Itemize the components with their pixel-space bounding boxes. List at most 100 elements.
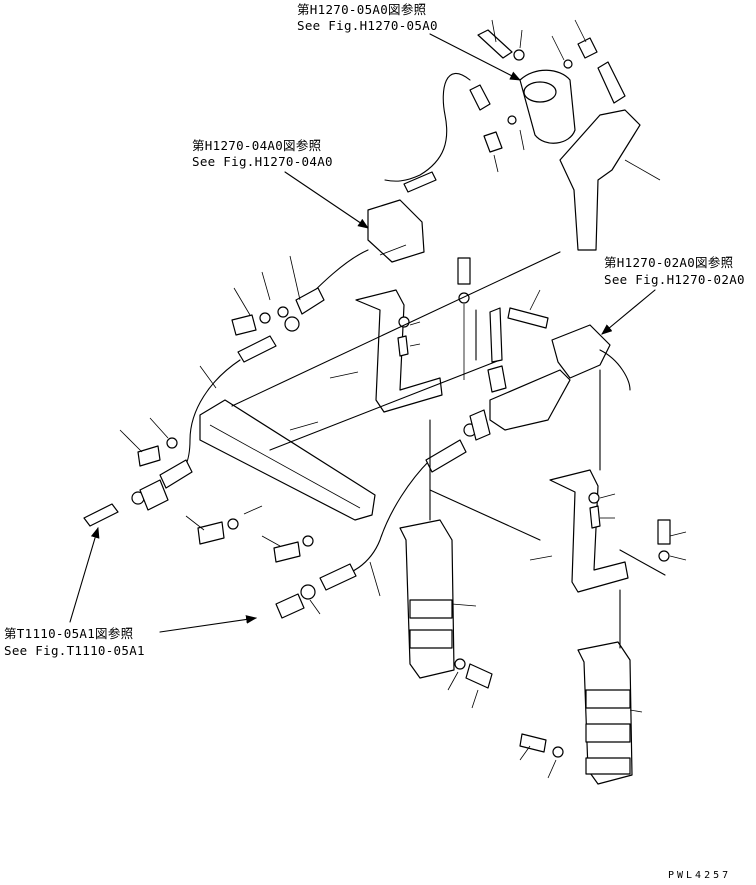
bracket-vertical-right xyxy=(529,469,687,593)
leader xyxy=(551,35,565,61)
leader xyxy=(119,429,143,453)
bracket-lower-right-tab-c xyxy=(585,757,631,775)
channel-bar-edge xyxy=(209,424,361,509)
washer-bar-b xyxy=(302,535,314,547)
valve-mount-plate xyxy=(489,369,571,431)
hose-top xyxy=(384,73,471,182)
leader xyxy=(529,289,541,311)
bracket-lower-center-tab-a xyxy=(409,599,453,619)
right-valve-assembly xyxy=(429,289,631,541)
flange-o-ring xyxy=(284,316,300,332)
hose-fitting-lower xyxy=(159,459,193,489)
o-ring-center xyxy=(300,584,316,600)
o-ring-top xyxy=(563,59,573,69)
leader xyxy=(233,287,251,316)
bolt-left xyxy=(397,335,409,357)
plug-center xyxy=(275,593,305,619)
leader xyxy=(309,599,321,615)
leader xyxy=(409,321,421,326)
leader xyxy=(629,709,643,713)
leader xyxy=(447,671,459,691)
bolt-far-right xyxy=(657,519,671,545)
leader xyxy=(547,759,557,779)
leader xyxy=(329,371,359,379)
bracket-lower-right-tab-b xyxy=(585,723,631,743)
ref-h1270-05a0-en: See Fig.H1270-05A0 xyxy=(297,18,438,33)
ref-h1270-02a0-jp: 第H1270-02A0図参照 xyxy=(604,255,734,270)
ref-arrow-t1110-b xyxy=(69,526,100,623)
accumulator xyxy=(519,69,576,144)
bolt-upper xyxy=(457,257,471,285)
guide-line-g xyxy=(619,549,666,576)
bracket-lower-center-body xyxy=(399,519,455,679)
ref-arrow-t1110-a xyxy=(159,615,258,633)
leader xyxy=(519,129,525,151)
channel-bar xyxy=(199,251,561,521)
leader xyxy=(529,555,553,561)
ref-h1270-05a0-jp: 第H1270-05A0図参照 xyxy=(297,2,427,17)
leader xyxy=(261,271,271,301)
leader xyxy=(185,515,205,531)
hose-fitting-left xyxy=(237,335,277,363)
plug-t1110 xyxy=(83,503,119,527)
washer-lower-left xyxy=(166,437,178,449)
fitting-lower xyxy=(139,479,169,511)
flange-valve xyxy=(295,287,325,315)
fitting-02a0 xyxy=(487,365,507,393)
leader xyxy=(289,421,319,431)
leader xyxy=(624,159,661,181)
washer-top xyxy=(513,49,525,61)
valve-block-02a0 xyxy=(551,324,611,379)
leader xyxy=(149,417,169,439)
fitting-center xyxy=(319,563,357,591)
fitting-top xyxy=(577,37,598,59)
guide-line-b xyxy=(269,359,501,451)
elbow-top xyxy=(597,61,626,104)
ref-t1110-05a1-en: See Fig.T1110-05A1 xyxy=(4,643,145,658)
washer-bar-a xyxy=(227,518,239,530)
bracket-lower-center xyxy=(369,519,493,709)
leader xyxy=(243,505,263,515)
bolt-lower-right xyxy=(519,733,547,753)
leader xyxy=(451,603,477,607)
hose-fitting-a xyxy=(403,171,437,193)
ref-arrow-02a0 xyxy=(601,289,656,335)
bolt-02a0-a xyxy=(489,307,503,363)
leader xyxy=(369,561,381,597)
leader xyxy=(471,689,479,709)
bracket-lower-right-tab-a xyxy=(585,689,631,709)
connector-a xyxy=(469,84,491,111)
leader xyxy=(261,535,281,547)
hose-02a0 xyxy=(599,349,631,391)
guide-line-f xyxy=(429,489,541,541)
left-valve-assembly xyxy=(231,199,471,413)
channel-bar-body xyxy=(199,399,376,521)
bracket-lower-center-tab-b xyxy=(409,629,453,649)
leader xyxy=(599,493,616,499)
ref-arrow-04a0 xyxy=(284,171,369,229)
drawing-code: PWL4257 xyxy=(668,870,732,881)
fitting-mid xyxy=(469,409,491,441)
o-ring-b xyxy=(507,115,517,125)
leader xyxy=(574,19,587,43)
washer-small-b xyxy=(277,306,289,318)
bolt-02a0-b xyxy=(507,307,549,329)
washer-lower-center xyxy=(454,658,466,670)
leader xyxy=(669,531,687,537)
top-valve-assembly xyxy=(384,19,661,251)
bolt-right xyxy=(589,505,601,529)
bolt-bar-b xyxy=(273,541,301,563)
washer-small-a xyxy=(259,312,271,324)
ref-h1270-02a0-en: See Fig.H1270-02A0 xyxy=(604,272,745,287)
leader xyxy=(409,343,421,347)
bolt-top xyxy=(477,29,513,59)
leader xyxy=(519,745,531,761)
valve-block-04a0 xyxy=(367,199,425,263)
valve-detail xyxy=(379,244,407,256)
accumulator-cap xyxy=(523,81,557,103)
bolt-lower-center xyxy=(465,663,493,689)
bracket-right-body xyxy=(549,469,629,593)
washer-upper xyxy=(458,292,470,304)
washer-lower-right xyxy=(552,746,564,758)
